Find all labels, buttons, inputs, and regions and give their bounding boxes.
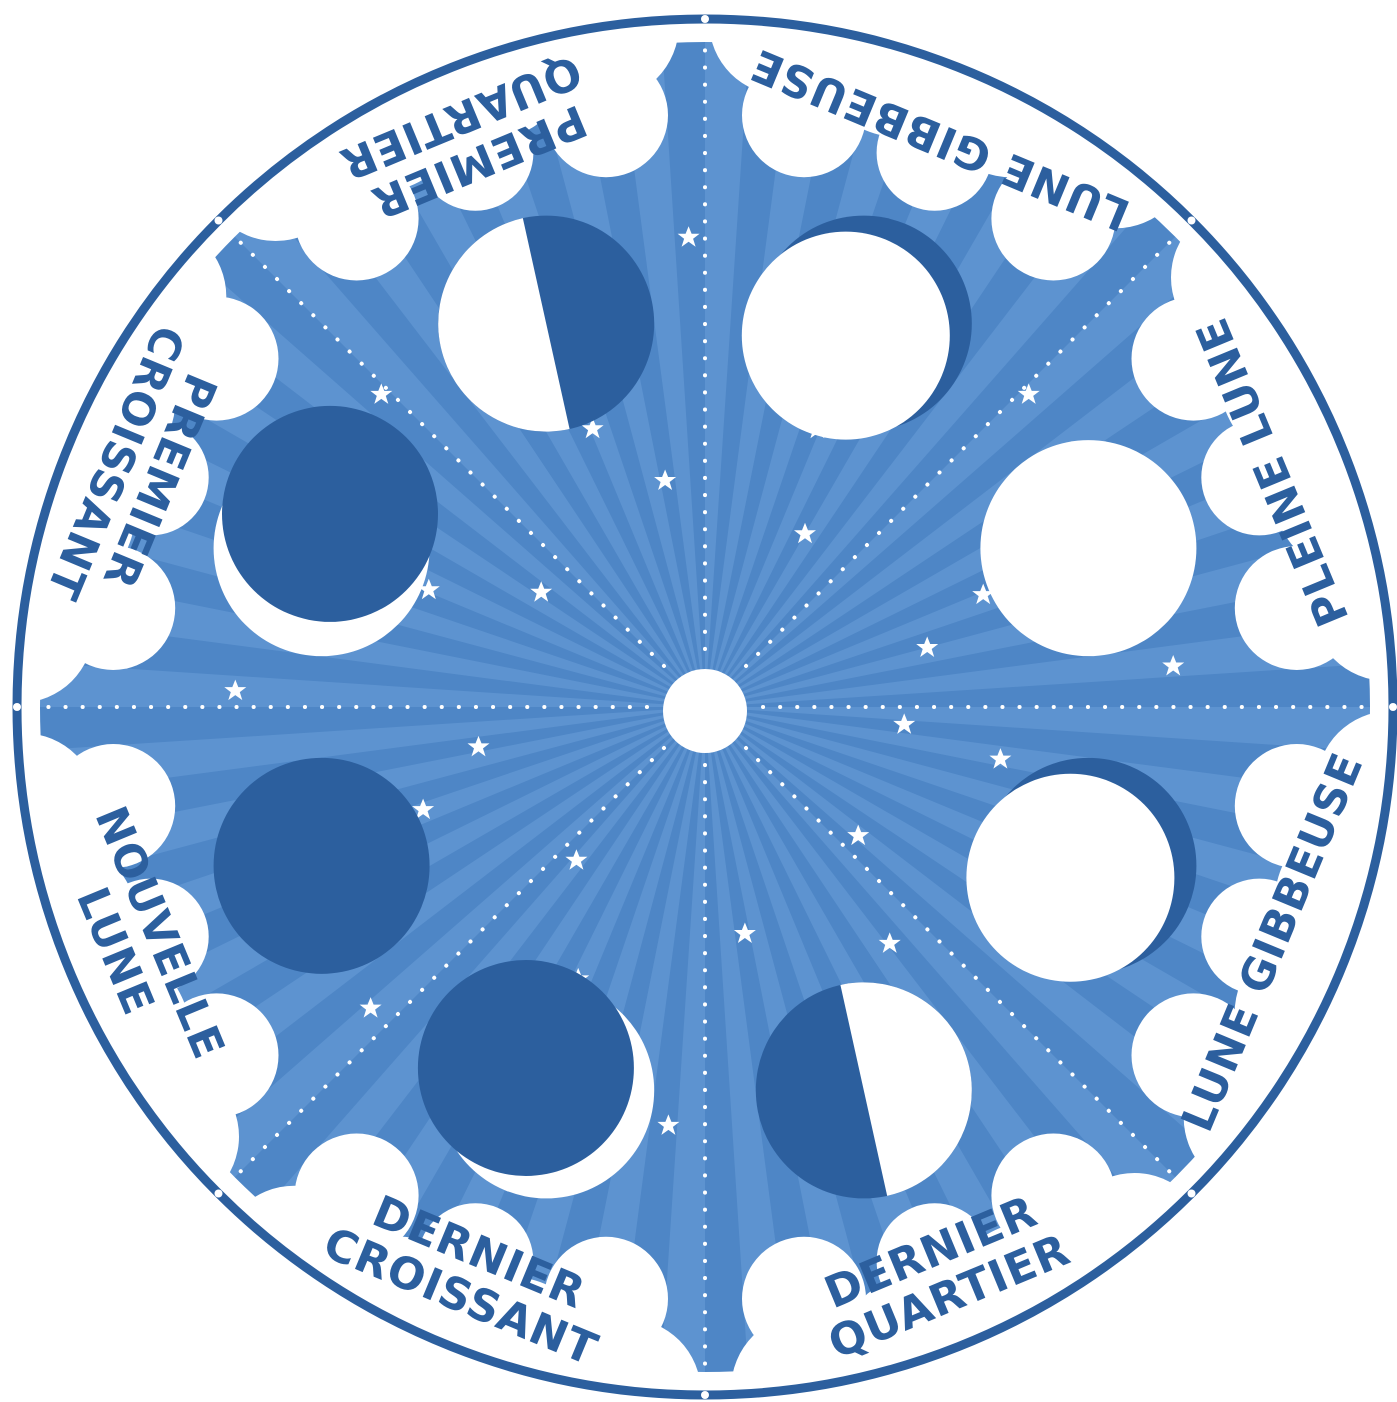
new-moon-moon [214,758,430,974]
rim-marker [1188,217,1196,225]
rim-marker [701,15,709,23]
rim-marker [215,217,223,225]
rim-marker [701,1391,709,1399]
center-hole[interactable] [663,669,747,753]
full-moon-moon [980,440,1196,656]
rim-marker [1389,703,1397,711]
rim-marker [13,703,21,711]
rim-marker [215,1190,223,1198]
rim-marker [1188,1190,1196,1198]
